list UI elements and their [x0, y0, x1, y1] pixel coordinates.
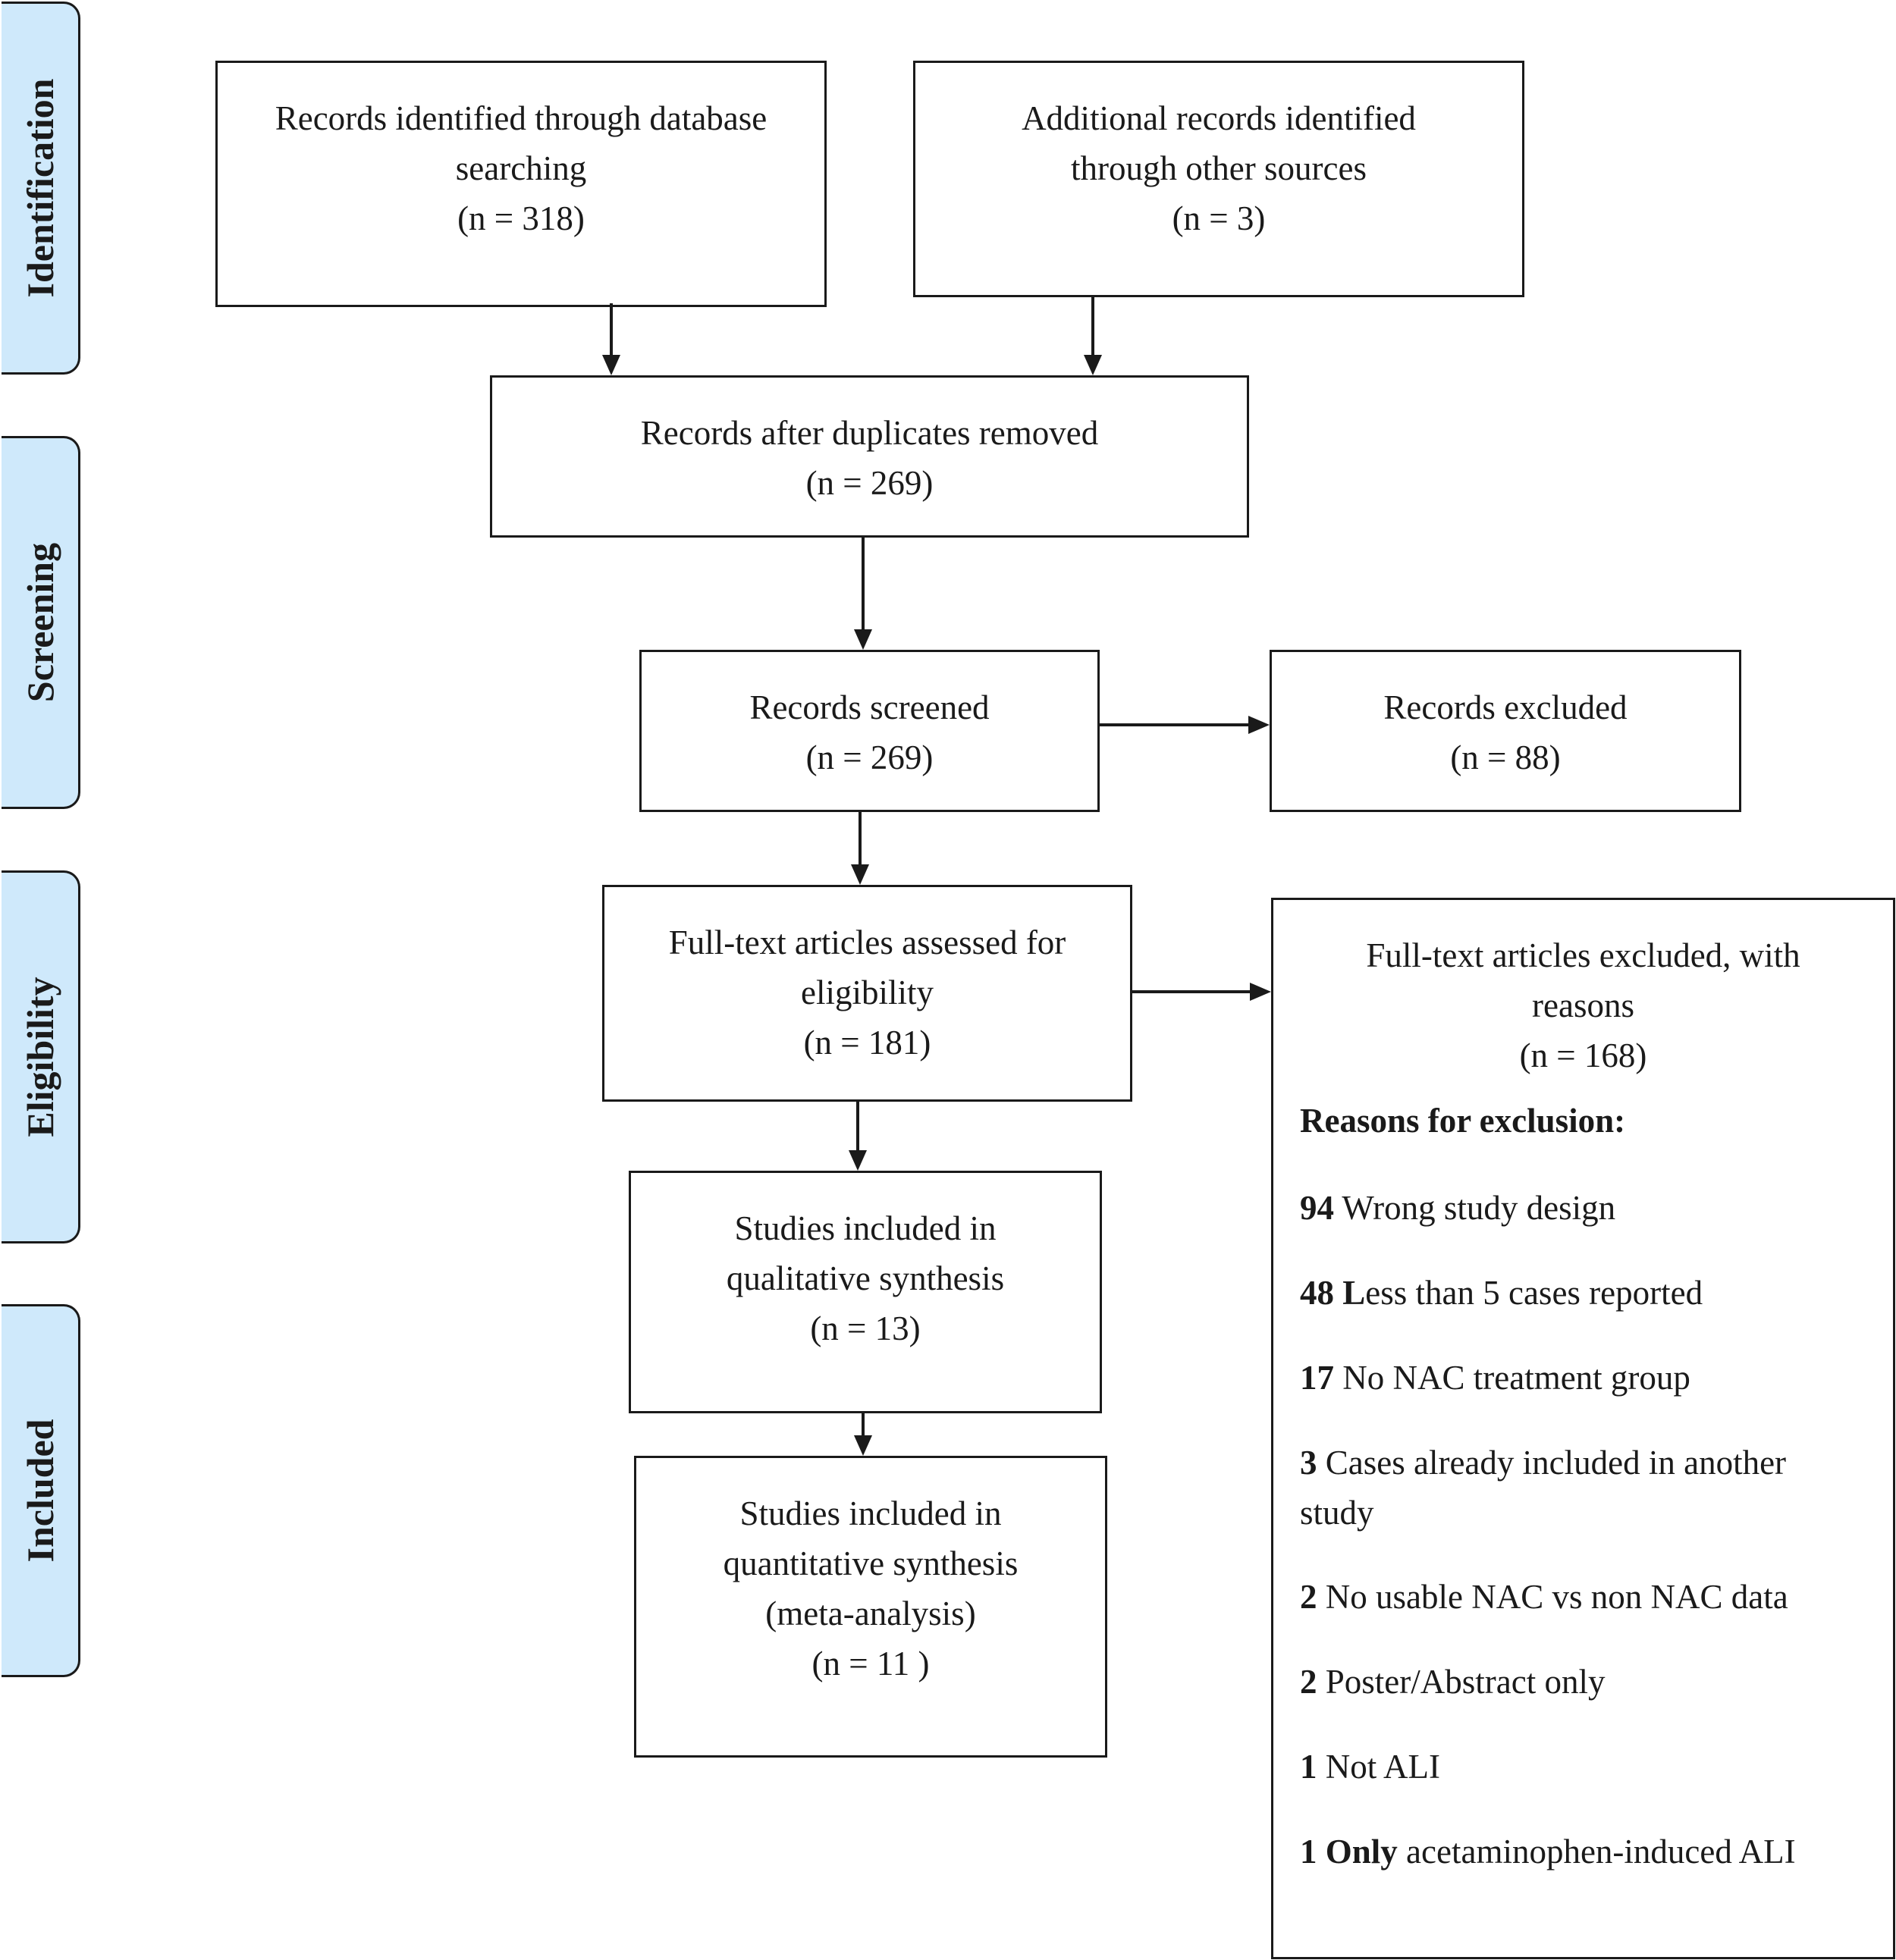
full-text-assessed-box: Full-text articles assessed for eligibil…	[602, 885, 1132, 1102]
reason-text: ess than 5 cases reported	[1365, 1274, 1703, 1312]
box-line: Full-text articles excluded, with	[1366, 936, 1800, 974]
full-text-excluded-box: Full-text articles excluded, with reason…	[1271, 898, 1895, 1959]
records-excluded-box: Records excluded (n = 88)	[1270, 650, 1741, 812]
records-screened-box: Records screened (n = 269)	[639, 650, 1100, 812]
box-line: (n = 269)	[805, 739, 934, 776]
duplicates-removed-box: Records after duplicates removed (n = 26…	[490, 375, 1249, 538]
reason-item: 1 Only acetaminophen-induced ALI	[1300, 1827, 1870, 1877]
arrowhead	[1084, 355, 1102, 375]
reason-item: 94 Wrong study design	[1300, 1183, 1870, 1233]
reason-text: Wrong study design	[1334, 1189, 1616, 1227]
arrowhead	[854, 1435, 872, 1456]
reason-item: 1 Not ALI	[1300, 1742, 1870, 1792]
box-line: eligibility	[801, 974, 934, 1011]
box-line: (n = 88)	[1450, 739, 1561, 776]
box-line: (n = 269)	[805, 464, 934, 502]
arrowhead	[854, 629, 872, 650]
arrowhead	[849, 1150, 867, 1171]
excluded-heading: Full-text articles excluded, with reason…	[1273, 900, 1893, 1080]
phase-screening: Screening	[2, 436, 80, 809]
quantitative-synthesis-box: Studies included in quantitative synthes…	[634, 1456, 1107, 1758]
reason-count: 2	[1300, 1663, 1317, 1701]
reason-count: 17	[1300, 1359, 1334, 1397]
reasons-title: Reasons for exclusion:	[1300, 1102, 1626, 1140]
arrow-lines	[610, 297, 1251, 1437]
arrowhead	[1250, 983, 1271, 1001]
reason-count: 3	[1300, 1444, 1317, 1482]
box-line: through other sources	[1071, 149, 1367, 187]
box-line: Studies included in	[739, 1494, 1002, 1532]
box-line: (n = 168)	[1519, 1036, 1647, 1074]
other-sources-box: Additional records identified through ot…	[913, 61, 1524, 297]
reason-text: Poster/Abstract only	[1317, 1663, 1606, 1701]
reason-text: acetaminophen-induced ALI	[1397, 1833, 1796, 1871]
phase-eligibility: Eligibility	[2, 870, 80, 1243]
arrowhead	[851, 864, 869, 885]
box-line: Records identified through database	[275, 99, 768, 137]
box-line: (n = 181)	[803, 1024, 931, 1062]
box-line: Full-text articles assessed for	[668, 924, 1066, 961]
reason-item: 3 Cases already included in another stud…	[1300, 1438, 1863, 1538]
reason-item: 2 Poster/Abstract only	[1300, 1657, 1870, 1707]
box-line: Studies included in	[734, 1209, 997, 1247]
reason-count: 1	[1300, 1748, 1317, 1786]
box-line: (n = 318)	[457, 199, 585, 237]
box-line: reasons	[1532, 986, 1634, 1024]
arrow-heads	[602, 355, 1271, 1456]
reason-text: Not ALI	[1317, 1748, 1440, 1786]
reason-count: 48 L	[1300, 1274, 1366, 1312]
box-line: (n = 11 )	[811, 1645, 930, 1682]
box-line: Records excluded	[1383, 688, 1628, 726]
reason-text: No NAC treatment group	[1334, 1359, 1690, 1397]
reason-item: 48 Less than 5 cases reported	[1300, 1268, 1870, 1318]
reason-text: No usable NAC vs non NAC data	[1317, 1578, 1788, 1616]
reason-count: 94	[1300, 1189, 1334, 1227]
box-line: searching	[455, 149, 587, 187]
arrowhead	[1248, 716, 1270, 734]
qualitative-synthesis-box: Studies included in qualitative synthesi…	[629, 1171, 1102, 1413]
phase-identification: Identification	[2, 2, 80, 375]
reason-item: 2 No usable NAC vs non NAC data	[1300, 1572, 1870, 1622]
box-line: qualitative synthesis	[726, 1259, 1005, 1297]
reason-item: 17 No NAC treatment group	[1300, 1353, 1870, 1403]
box-line: (meta-analysis)	[765, 1595, 976, 1632]
reason-text: Cases already included in another study	[1300, 1444, 1787, 1532]
box-line: quantitative synthesis	[723, 1544, 1019, 1582]
box-line: (n = 3)	[1172, 199, 1266, 237]
reason-count: 1 Only	[1300, 1833, 1398, 1871]
database-records-box: Records identified through database sear…	[215, 61, 827, 307]
phase-included: Included	[2, 1304, 80, 1677]
reason-count: 2	[1300, 1578, 1317, 1616]
box-line: (n = 13)	[810, 1309, 921, 1347]
box-line: Additional records identified	[1022, 99, 1416, 137]
box-line: Records after duplicates removed	[640, 414, 1099, 452]
arrowhead	[602, 355, 620, 375]
box-line: Records screened	[749, 688, 990, 726]
